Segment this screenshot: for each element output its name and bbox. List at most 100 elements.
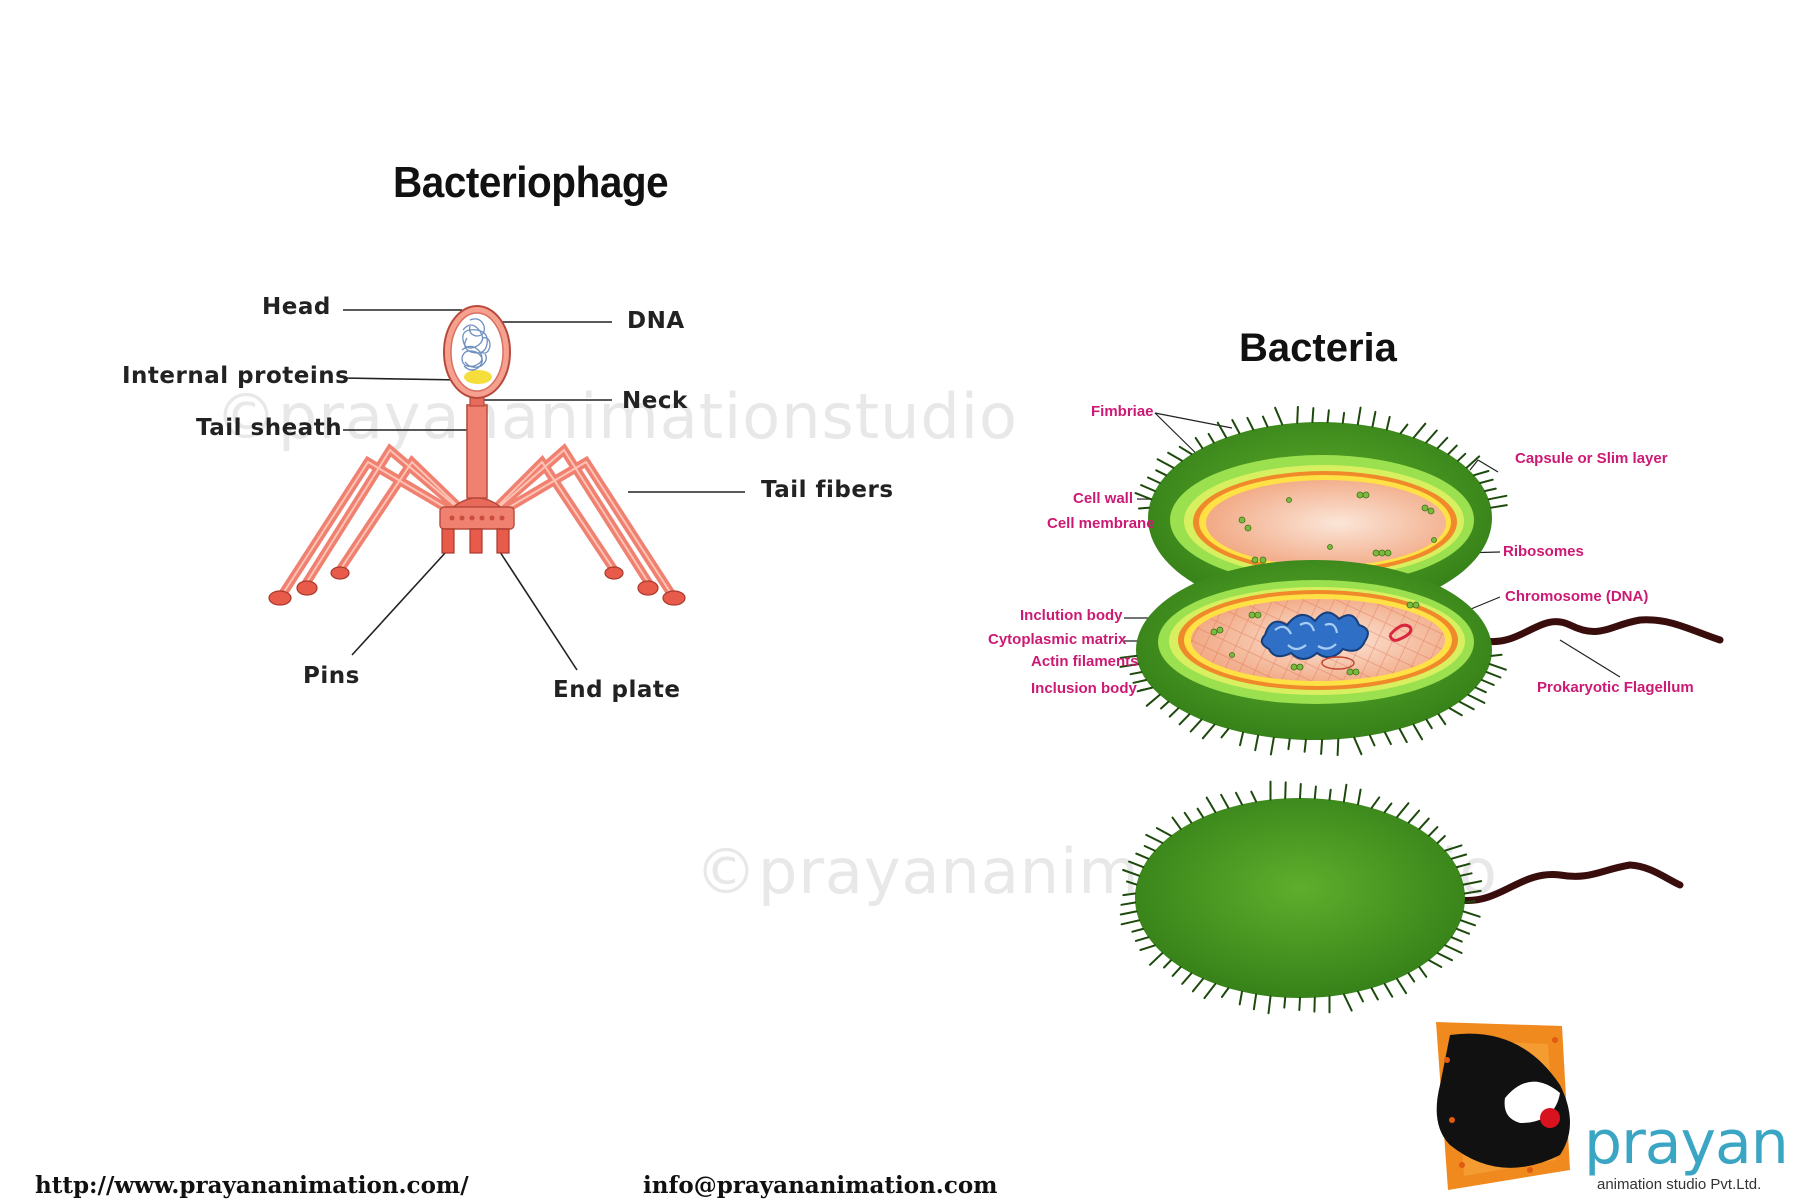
fimbria-hair bbox=[1119, 663, 1140, 668]
fimbria-hair bbox=[1254, 734, 1260, 752]
fimbria-hair bbox=[1485, 671, 1502, 679]
dna-coil bbox=[461, 318, 491, 371]
footer-email[interactable]: info@prayananimation.com bbox=[643, 1172, 998, 1199]
fimbria-hair bbox=[1488, 663, 1507, 671]
fimbria-hair bbox=[1119, 910, 1138, 916]
fimbria-hair bbox=[1203, 982, 1217, 1000]
fimbria-hair bbox=[1145, 833, 1164, 844]
fimbria-hair bbox=[1328, 788, 1332, 801]
fimbria-hair bbox=[1418, 966, 1428, 978]
fimbria-hair bbox=[1119, 654, 1138, 659]
fimbria-hair bbox=[1396, 802, 1410, 819]
fimbria-hair bbox=[1168, 707, 1180, 718]
prayan-logo-mark bbox=[1436, 1022, 1570, 1190]
fimbria-hair bbox=[1178, 445, 1193, 456]
fimbria-hair bbox=[1160, 700, 1170, 710]
fimbria-hair bbox=[1437, 713, 1447, 726]
fimbria-hair bbox=[1487, 494, 1508, 501]
fimbria-hair bbox=[1463, 900, 1476, 904]
fimbria-hair bbox=[1235, 791, 1243, 806]
fimbria-hair bbox=[1356, 406, 1362, 426]
bacteria-illustration bbox=[1119, 405, 1724, 1015]
fimbria-hair bbox=[1194, 436, 1204, 449]
fimbria-hair bbox=[1320, 738, 1324, 755]
logo-wordmark: prayan bbox=[1584, 1108, 1789, 1178]
fimbria-hair bbox=[1238, 990, 1243, 1006]
fimbria-hair bbox=[1163, 959, 1172, 969]
fimbria-hair bbox=[1465, 455, 1481, 469]
fimbria-hair bbox=[1455, 862, 1471, 869]
phage-head bbox=[443, 305, 511, 399]
fimbria-hair bbox=[1418, 817, 1430, 830]
fimbria-hair bbox=[1444, 944, 1463, 954]
fimbria-hair bbox=[1250, 790, 1258, 803]
fimbria-hair bbox=[1189, 718, 1203, 733]
fiber-feet bbox=[268, 566, 686, 606]
label-inclusion-body: Inclusion body bbox=[1031, 680, 1137, 697]
tail-fibers bbox=[277, 443, 677, 600]
fimbria-hair bbox=[1412, 422, 1427, 439]
fimbria-hair bbox=[1207, 432, 1215, 444]
fimbria-hair bbox=[1155, 827, 1172, 837]
fimbria-hair bbox=[1353, 736, 1363, 756]
fimbria-hair bbox=[1490, 504, 1508, 509]
chromosome-dna bbox=[1260, 611, 1369, 660]
fimbria-hair bbox=[1311, 407, 1315, 424]
fimbriae-hairs bbox=[1119, 405, 1508, 1015]
fimbria-hair bbox=[1181, 972, 1193, 985]
label-chromosome: Chromosome (DNA) bbox=[1505, 588, 1649, 605]
label-cell-membrane: Cell membrane bbox=[1047, 515, 1155, 532]
fimbria-hair bbox=[1145, 693, 1161, 707]
fimbria-hair bbox=[1134, 492, 1153, 501]
fimbria-hair bbox=[1450, 853, 1468, 860]
fimbria-hair bbox=[1462, 880, 1483, 886]
fimbria-hair bbox=[1326, 409, 1330, 424]
fimbria-hair bbox=[1299, 783, 1302, 799]
fimbria-hair bbox=[1342, 783, 1348, 803]
fimbria-hair bbox=[1298, 997, 1301, 1011]
fimbria-hair bbox=[1436, 436, 1449, 449]
label-flagellum: Prokaryotic Flagellum bbox=[1537, 679, 1694, 696]
label-end-plate: End plate bbox=[553, 677, 681, 703]
fimbria-hair bbox=[1183, 811, 1193, 824]
label-capsule: Capsule or Slim layer bbox=[1515, 450, 1668, 467]
whole-cell-flagellum bbox=[1456, 861, 1684, 904]
footer-url[interactable]: http://www.prayananimation.com/ bbox=[35, 1172, 469, 1199]
fimbria-hair bbox=[1436, 952, 1453, 962]
whole-bacterium bbox=[1135, 798, 1465, 998]
label-internal-proteins: Internal proteins bbox=[122, 363, 350, 389]
label-actin-filaments: Actin filaments bbox=[1031, 653, 1139, 670]
fimbria-hair bbox=[1136, 686, 1154, 693]
fimbria-hair bbox=[1287, 738, 1291, 751]
fimbria-hair bbox=[1167, 451, 1183, 462]
label-ribosomes: Ribosomes bbox=[1503, 543, 1584, 560]
fimbria-hair bbox=[1178, 713, 1191, 726]
bacteria-title: Bacteria bbox=[1239, 326, 1397, 370]
fimbria-hair bbox=[1246, 416, 1255, 431]
fimbria-hair bbox=[1140, 484, 1156, 492]
fimbria-hair bbox=[1425, 429, 1438, 444]
fimbria-hair bbox=[1120, 919, 1141, 926]
fimbria-hair bbox=[1428, 959, 1443, 968]
fimbria-hair bbox=[1149, 952, 1164, 966]
fimbria-hair bbox=[1342, 993, 1353, 1012]
fimbria-hair bbox=[1341, 411, 1346, 424]
plasmid bbox=[1388, 623, 1413, 642]
fimbria-hair bbox=[1455, 927, 1470, 935]
fimbria-hair bbox=[1129, 671, 1143, 676]
prokaryotic-flagellum bbox=[1476, 616, 1724, 646]
fimbria-hair bbox=[1261, 415, 1269, 428]
fimbria-hair bbox=[1463, 889, 1482, 895]
fimbria-hair bbox=[1139, 944, 1156, 951]
fimbria-hair bbox=[1220, 793, 1230, 809]
tail-sheath bbox=[466, 404, 488, 499]
lower-cell-half bbox=[1136, 560, 1492, 740]
fimbria-hair bbox=[1201, 723, 1216, 740]
fimbria-hair bbox=[1412, 723, 1424, 741]
fimbria-hair bbox=[1484, 487, 1497, 492]
fimbria-hair bbox=[1122, 869, 1141, 877]
fimbria-hair bbox=[1126, 880, 1138, 886]
fimbria-hair bbox=[1220, 987, 1230, 998]
fimbria-hair bbox=[1396, 977, 1408, 995]
fimbria-hair bbox=[1473, 470, 1490, 477]
